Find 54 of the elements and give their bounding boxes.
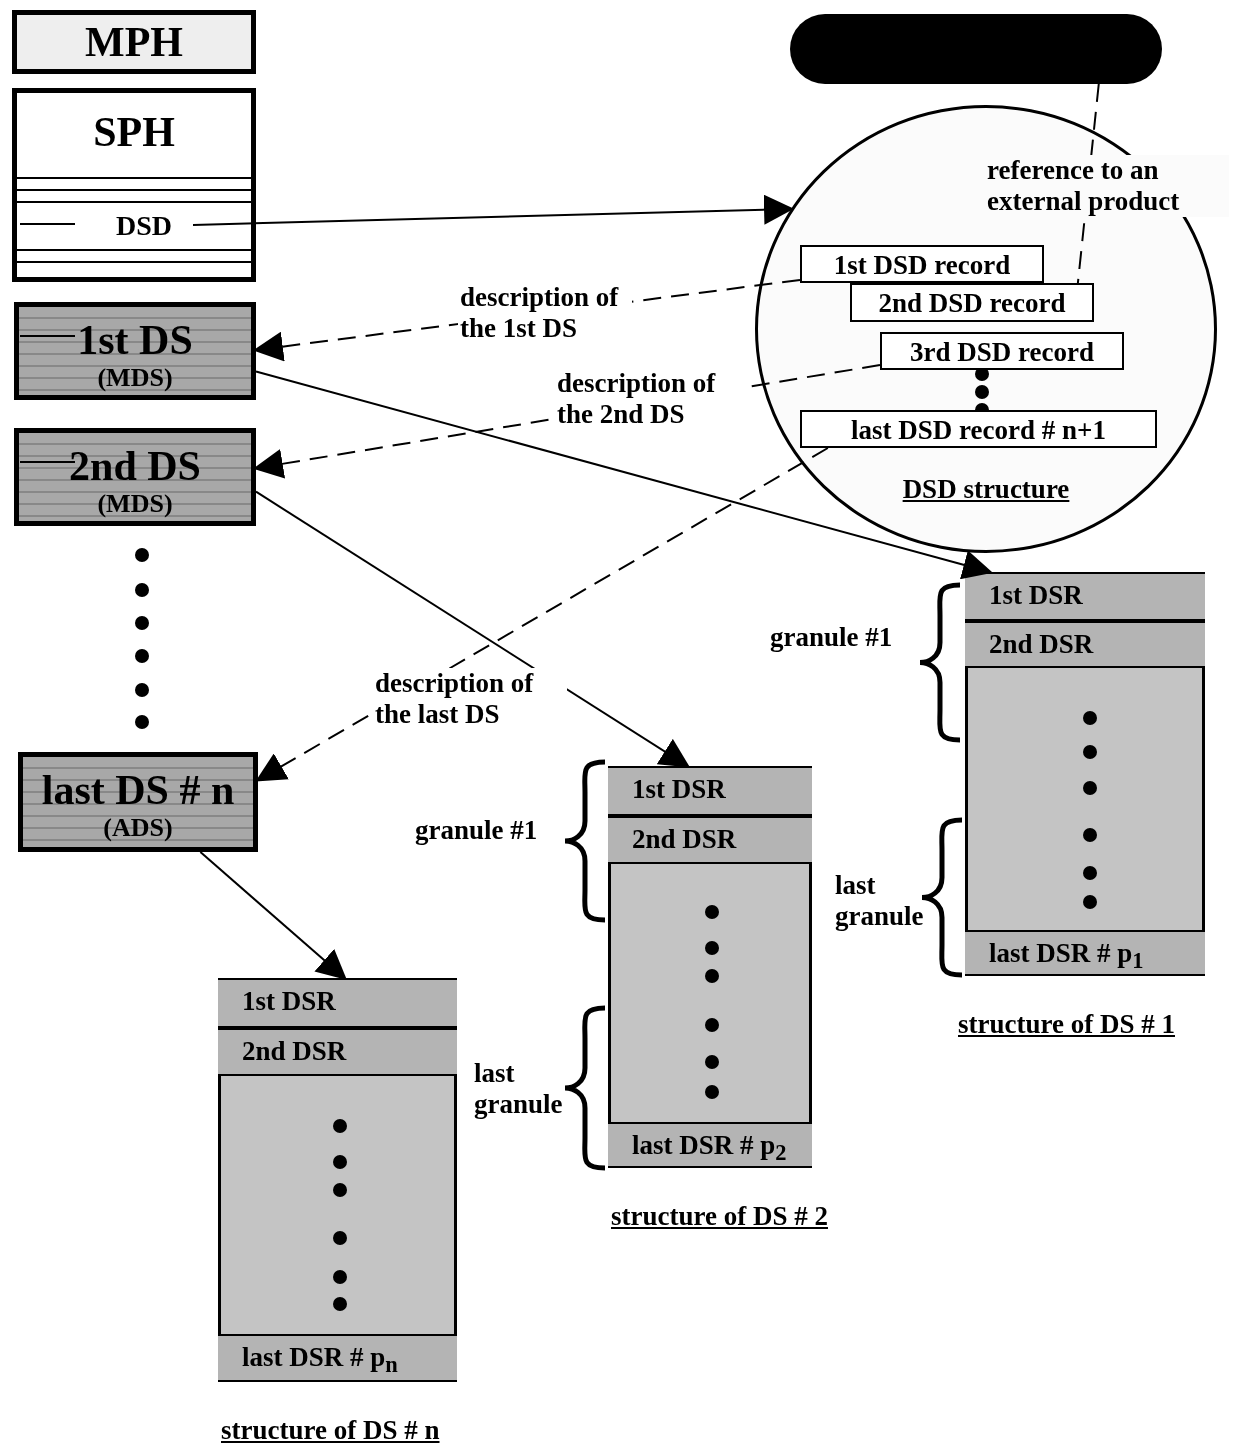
record-label: 2nd DSD record [877, 290, 1067, 317]
structure-caption: DSD structure [901, 476, 1071, 503]
dataset-label: 2nd DS [68, 445, 202, 487]
record-label: 2nd DSR [632, 826, 737, 853]
record-label: 2nd DSR [989, 631, 1094, 658]
dataset-box [14, 428, 256, 526]
record-label: last DSD record # n+1 [850, 417, 1107, 444]
record-label: 2nd DSR [242, 1038, 347, 1065]
record-row [218, 978, 457, 1028]
record-label: last DSR # p$_{n}$ [242, 1344, 398, 1377]
arrow [199, 851, 347, 980]
arrow [255, 370, 993, 580]
structure-caption: structure of DS # 1 [958, 1011, 1175, 1038]
record-row [608, 1122, 812, 1168]
dataset-type-label: (ADS) [102, 815, 174, 841]
record-label: last DSR # p$_{1}$ [989, 940, 1144, 973]
record-row [965, 572, 1205, 621]
dataset-type-label: (MDS) [96, 365, 174, 391]
structure-caption: structure of DS # n [221, 1417, 440, 1444]
header-label: MPH [84, 21, 184, 63]
record-row [218, 1028, 457, 1076]
dashed-arrow [255, 447, 829, 782]
header-box [12, 10, 256, 74]
arrow [255, 490, 691, 768]
dataset-label: last DS # n [40, 769, 236, 811]
record-label: 1st DSR [242, 988, 336, 1015]
record-box [850, 283, 1094, 322]
record-label: 3rd DSD record [909, 339, 1095, 366]
granule-label: last granule [473, 1058, 564, 1121]
record-row [965, 930, 1205, 976]
record-row [965, 621, 1205, 668]
record-box [800, 410, 1157, 448]
granule-label: granule #1 [769, 622, 894, 654]
record-row [218, 1334, 457, 1382]
header-box [12, 88, 256, 282]
record-box [800, 245, 1044, 283]
dataset-box [18, 752, 258, 852]
structure-caption: structure of DS # 2 [611, 1203, 828, 1230]
header-label: SPH [92, 111, 176, 153]
granule-label: granule #1 [414, 815, 539, 847]
arrow [192, 194, 795, 226]
dataset-box [14, 302, 256, 400]
record-label: 1st DSR [632, 776, 726, 803]
record-row [608, 816, 812, 864]
record-label: 1st DSD record [832, 252, 1012, 279]
record-row [608, 766, 812, 816]
record-box [880, 332, 1124, 370]
edge-label: reference to an external product [985, 155, 1229, 218]
record-label: DSD [115, 212, 173, 240]
record-label: 1st DSR [989, 582, 1083, 609]
record-label: last DSR # p$_{2}$ [632, 1132, 787, 1165]
dataset-type-label: (MDS) [96, 491, 174, 517]
granule-label: last granule [834, 870, 925, 933]
dataset-label: 1st DS [76, 319, 194, 361]
